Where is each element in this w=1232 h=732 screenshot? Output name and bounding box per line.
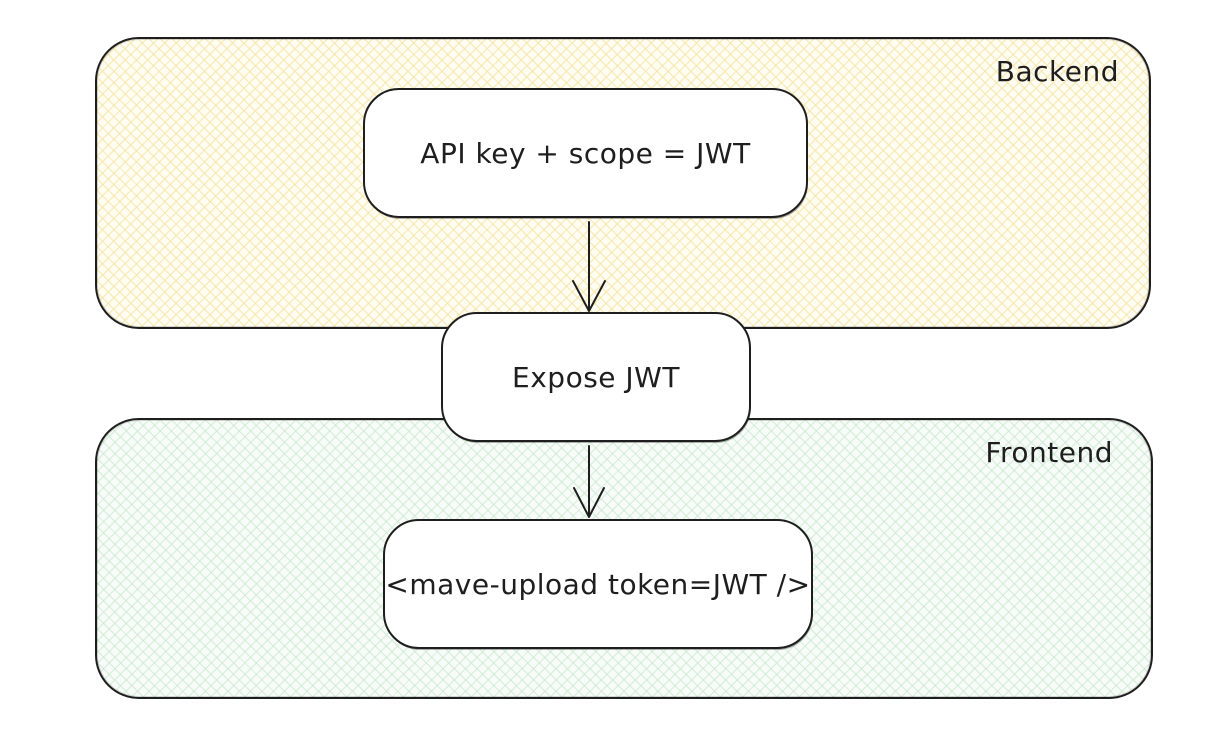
node-mave-upload: <mave-upload token=JWT />: [383, 519, 813, 649]
node-expose-jwt: Expose JWT: [441, 312, 751, 442]
node-api-key-scope-jwt-label: API key + scope = JWT: [420, 136, 751, 170]
node-api-key-scope-jwt: API key + scope = JWT: [363, 88, 808, 218]
node-mave-upload-label: <mave-upload token=JWT />: [385, 567, 811, 601]
backend-group-label: Backend: [995, 55, 1119, 88]
node-expose-jwt-label: Expose JWT: [512, 360, 680, 394]
frontend-group-label: Frontend: [985, 436, 1113, 469]
